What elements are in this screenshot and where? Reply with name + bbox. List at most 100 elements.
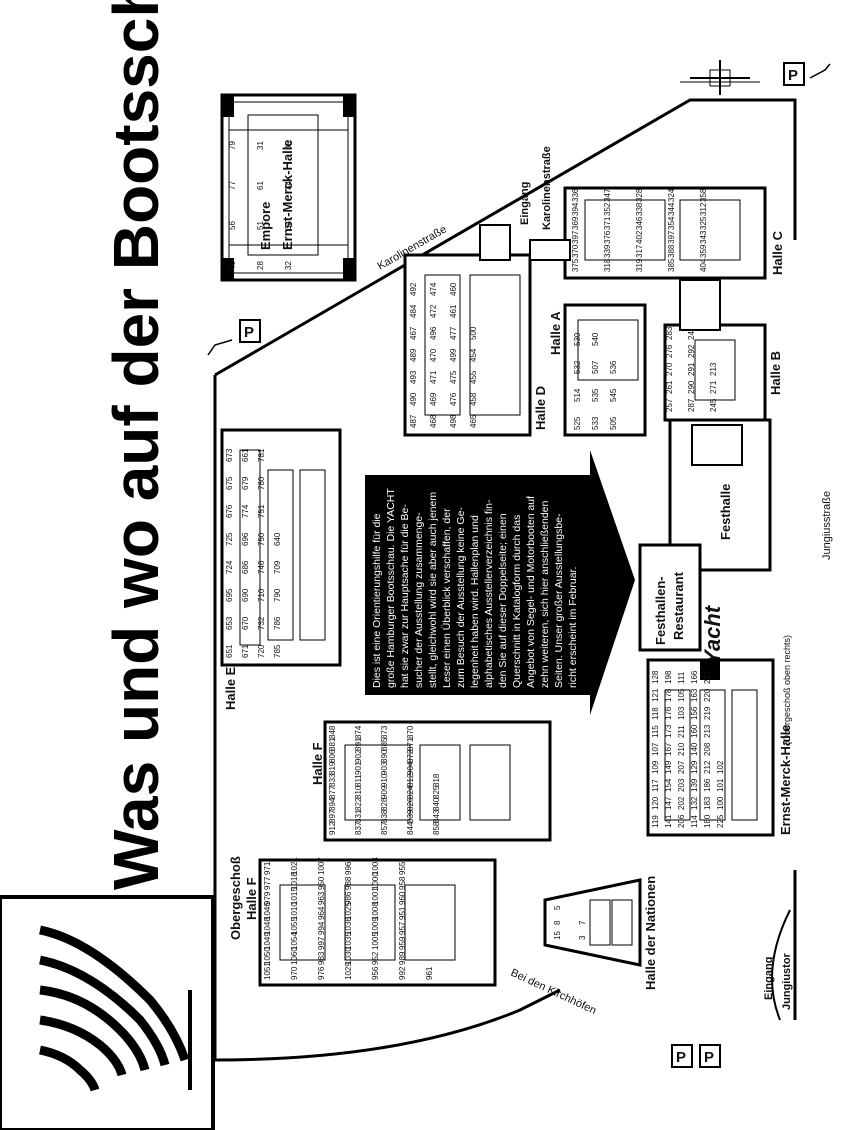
halle-c[interactable]: Halle C bbox=[563, 186, 785, 280]
booth-number[interactable]: 221 bbox=[703, 670, 712, 684]
booth-number[interactable]: 535 bbox=[591, 388, 600, 402]
booth-number[interactable]: 1050 bbox=[263, 947, 272, 965]
booth-number[interactable]: 679 bbox=[241, 476, 250, 490]
booth-number[interactable]: 1018 bbox=[290, 872, 299, 890]
booth-number[interactable]: 976 bbox=[317, 966, 326, 980]
booth-number[interactable]: 270 bbox=[665, 362, 674, 376]
booth-number[interactable]: 375 bbox=[571, 258, 580, 272]
booth-number[interactable]: 287 bbox=[687, 398, 696, 412]
booth-number[interactable]: 147 bbox=[664, 796, 673, 810]
booth-number[interactable]: 28 bbox=[256, 261, 265, 270]
booth-number[interactable]: 402 bbox=[635, 230, 644, 244]
booth-number[interactable]: 894 bbox=[328, 797, 337, 811]
booth-number[interactable]: 988 bbox=[344, 876, 353, 890]
booth-number[interactable]: 838 bbox=[380, 809, 389, 823]
booth-number[interactable]: 989 bbox=[398, 951, 407, 965]
booth-number[interactable]: 695 bbox=[225, 588, 234, 602]
booth-number[interactable]: 34 bbox=[284, 181, 293, 190]
halle-f[interactable]: Halle F bbox=[310, 720, 552, 842]
booth-number[interactable]: 128 bbox=[651, 670, 660, 684]
booth-number[interactable]: 35 bbox=[284, 141, 293, 150]
booth-number[interactable]: 77 bbox=[228, 181, 237, 190]
booth-number[interactable]: 885 bbox=[380, 737, 389, 751]
booth-number[interactable]: 5 bbox=[553, 905, 562, 910]
booth-number[interactable]: 1007 bbox=[317, 857, 326, 875]
booth-number[interactable]: 1008 bbox=[371, 902, 380, 920]
booth-number[interactable]: 385 bbox=[667, 258, 676, 272]
booth-number[interactable]: 343 bbox=[699, 230, 708, 244]
booth-number[interactable]: 206 bbox=[677, 814, 686, 828]
booth-number[interactable]: 101 bbox=[716, 778, 725, 792]
booth-number[interactable]: 806 bbox=[328, 749, 337, 763]
empore-ernst-merck-halle[interactable]: Empore Ernst-Merck-Halle bbox=[220, 93, 357, 282]
booth-number[interactable]: 117 bbox=[651, 779, 660, 792]
booth-number[interactable]: 897 bbox=[328, 809, 337, 823]
booth-number[interactable]: 812 bbox=[406, 773, 415, 787]
booth-number[interactable]: 120 bbox=[651, 796, 660, 810]
booth-number[interactable]: 8 bbox=[553, 920, 562, 925]
booth-number[interactable]: 1035 bbox=[344, 932, 353, 950]
booth-number[interactable]: 525 bbox=[573, 416, 582, 430]
booth-number[interactable]: 837 bbox=[354, 821, 363, 835]
booth-number[interactable]: 344 bbox=[667, 202, 676, 216]
obergeschoss-halle-f[interactable]: Obergeschoß Halle F bbox=[228, 856, 497, 987]
booth-number[interactable]: 651 bbox=[225, 644, 234, 658]
booth-number[interactable]: 208 bbox=[703, 742, 712, 756]
booth-number[interactable]: 213 bbox=[703, 724, 712, 738]
booth-number[interactable]: 831 bbox=[354, 809, 363, 823]
booth-number[interactable]: 487 bbox=[409, 414, 418, 428]
booth-number[interactable]: 359 bbox=[699, 244, 708, 258]
booth-number[interactable]: 890 bbox=[380, 749, 389, 763]
booth-number[interactable]: 328 bbox=[635, 188, 644, 202]
booth-number[interactable]: 997 bbox=[317, 936, 326, 950]
booth-number[interactable]: 496 bbox=[429, 326, 438, 340]
booth-number[interactable]: 468 bbox=[429, 414, 438, 428]
booth-number[interactable]: 751 bbox=[257, 504, 266, 518]
booth-number[interactable]: 673 bbox=[225, 448, 234, 462]
booth-number[interactable]: 369 bbox=[571, 216, 580, 230]
booth-number[interactable]: 840 bbox=[432, 797, 441, 811]
booth-number[interactable]: 822 bbox=[354, 797, 363, 811]
booth-number[interactable]: 149 bbox=[664, 760, 673, 774]
booth-number[interactable]: 56 bbox=[228, 221, 237, 230]
booth-number[interactable]: 489 bbox=[409, 348, 418, 362]
booth-number[interactable]: 786 bbox=[273, 616, 282, 630]
booth-number[interactable]: 139 bbox=[690, 778, 699, 792]
booth-number[interactable]: 202 bbox=[677, 796, 686, 810]
booth-number[interactable]: 46 bbox=[228, 261, 237, 270]
booth-number[interactable]: 857 bbox=[380, 821, 389, 835]
booth-number[interactable]: 670 bbox=[241, 616, 250, 630]
booth-number[interactable]: 490 bbox=[409, 392, 418, 406]
booth-number[interactable]: 1000 bbox=[371, 872, 380, 890]
booth-number[interactable]: 397 bbox=[667, 230, 676, 244]
booth-number[interactable]: 826 bbox=[406, 797, 415, 811]
booth-number[interactable]: 903 bbox=[380, 761, 389, 775]
booth-number[interactable]: 115 bbox=[651, 725, 660, 738]
booth-number[interactable]: 354 bbox=[667, 216, 676, 230]
booth-number[interactable]: 245 bbox=[709, 398, 718, 412]
booth-number[interactable]: 1054 bbox=[290, 932, 299, 950]
booth-number[interactable]: 339 bbox=[603, 244, 612, 258]
halle-d[interactable]: Halle D bbox=[403, 253, 548, 437]
booth-number[interactable]: 951 bbox=[398, 906, 407, 920]
booth-number[interactable]: 118 bbox=[651, 707, 660, 720]
booth-number[interactable]: 460 bbox=[449, 282, 458, 296]
booth-number[interactable]: 15 bbox=[553, 931, 562, 940]
booth-number[interactable]: 358 bbox=[699, 188, 708, 202]
booth-number[interactable]: 811 bbox=[354, 774, 363, 787]
booth-number[interactable]: 371 bbox=[603, 216, 612, 230]
booth-number[interactable]: 505 bbox=[609, 416, 618, 430]
booth-number[interactable]: 819 bbox=[328, 761, 337, 775]
booth-number[interactable]: 180 bbox=[703, 814, 712, 828]
booth-number[interactable]: 1051 bbox=[263, 962, 272, 980]
booth-number[interactable]: 1046 bbox=[263, 902, 272, 920]
booth-number[interactable]: 388 bbox=[667, 244, 676, 258]
booth-number[interactable]: 219 bbox=[703, 706, 712, 720]
booth-number[interactable]: 746 bbox=[257, 560, 266, 574]
booth-number[interactable]: 476 bbox=[449, 392, 458, 406]
booth-number[interactable]: 498 bbox=[449, 414, 458, 428]
booth-number[interactable]: 203 bbox=[677, 778, 686, 792]
booth-number[interactable]: 877 bbox=[328, 785, 337, 799]
booth-number[interactable]: 31 bbox=[256, 141, 265, 150]
booth-number[interactable]: 129 bbox=[690, 760, 699, 774]
